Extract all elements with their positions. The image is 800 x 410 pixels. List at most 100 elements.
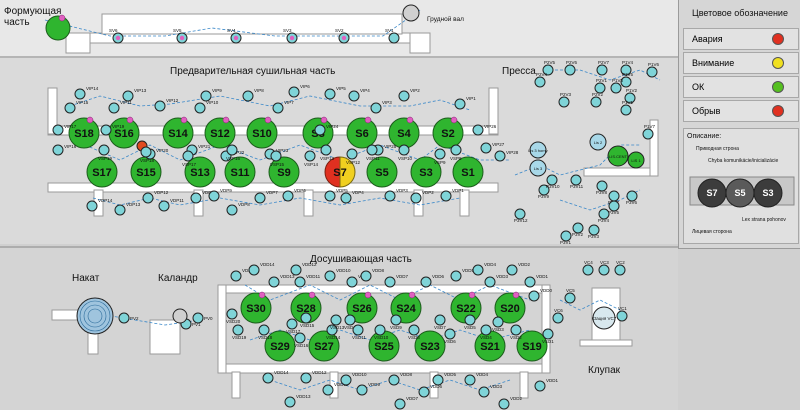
vsd-roll-vsd13[interactable] bbox=[330, 314, 342, 326]
press-roll-p2v6[interactable] bbox=[564, 64, 576, 76]
afterdryer-bottom-vdd10[interactable] bbox=[340, 374, 352, 386]
cylinder-s5[interactable] bbox=[366, 156, 398, 188]
vsp-roll-vsp9[interactable] bbox=[434, 148, 446, 160]
press-roll-p3v6[interactable] bbox=[626, 190, 638, 202]
press-node-4[interactable] bbox=[607, 145, 629, 167]
press-node-2[interactable] bbox=[529, 159, 547, 177]
cylinder-s23[interactable] bbox=[414, 330, 446, 362]
afterdryer-top-vdd6[interactable] bbox=[420, 276, 432, 288]
press-roll-p1v3[interactable] bbox=[610, 82, 622, 94]
felt-roll-vip17[interactable] bbox=[52, 124, 64, 136]
press-roll-p3v2[interactable] bbox=[572, 222, 584, 234]
press-node-5[interactable] bbox=[627, 151, 645, 169]
cylinder-s9[interactable] bbox=[268, 156, 300, 188]
cylinder-s2[interactable] bbox=[432, 117, 464, 149]
cylinder-s7-alarm-half[interactable] bbox=[324, 156, 341, 188]
vsd-roll-vsd9[interactable] bbox=[390, 314, 402, 326]
felt-roll-vip6[interactable] bbox=[288, 86, 300, 98]
bottom-roll-vdp4[interactable] bbox=[340, 192, 352, 204]
afterdryer-bottom-vdd13[interactable] bbox=[284, 396, 296, 408]
felt-roll-vip8[interactable] bbox=[242, 90, 254, 102]
felt-roll-vip15[interactable] bbox=[64, 102, 76, 114]
cylinder-s17[interactable] bbox=[86, 156, 118, 188]
vsp-roll-vsp17[interactable] bbox=[182, 150, 194, 162]
afterdryer-bottom-vdd6[interactable] bbox=[418, 386, 430, 398]
afterdryer-bottom-vdd12[interactable] bbox=[300, 372, 312, 384]
afterdryer-bottom-vdd9[interactable] bbox=[356, 384, 368, 396]
calender-roll[interactable] bbox=[172, 308, 188, 324]
press-roll-p3v4[interactable] bbox=[598, 208, 610, 220]
vsd-roll-vsd12[interactable] bbox=[344, 314, 356, 326]
couch-roll[interactable] bbox=[402, 4, 420, 22]
press-roll-p3v8[interactable] bbox=[596, 180, 608, 192]
felt-roll-vip11[interactable] bbox=[108, 102, 120, 114]
afterdryer-bottom-vdd5[interactable] bbox=[432, 374, 444, 386]
valve-roll-vc5[interactable] bbox=[564, 292, 576, 304]
press-roll-p3v3[interactable] bbox=[588, 224, 600, 236]
felt-roll-vip13[interactable] bbox=[122, 90, 134, 102]
felt-roll-vip10[interactable] bbox=[194, 102, 206, 114]
bottom-roll-vdp8[interactable] bbox=[226, 204, 238, 216]
reel-roll-pv0[interactable] bbox=[192, 312, 204, 324]
press-roll-p3v12[interactable] bbox=[514, 208, 526, 220]
vsd-roll-vsd16[interactable] bbox=[294, 332, 306, 344]
valve-roll-vc4[interactable] bbox=[582, 264, 594, 276]
cylinder-s14[interactable] bbox=[162, 117, 194, 149]
cylinder-s26[interactable] bbox=[346, 292, 378, 324]
press-roll-p1v2[interactable] bbox=[624, 92, 636, 104]
bottom-roll-vdp6[interactable] bbox=[282, 190, 294, 202]
bottom-roll-vdp13[interactable] bbox=[114, 204, 126, 216]
afterdryer-top-vdd12[interactable] bbox=[290, 264, 302, 276]
bottom-roll-vdp1[interactable] bbox=[440, 190, 452, 202]
felt-roll-vip28[interactable] bbox=[494, 150, 506, 162]
vsd-roll-vsd20[interactable] bbox=[226, 308, 238, 320]
cylinder-s10[interactable] bbox=[246, 117, 278, 149]
forming-main-roll[interactable] bbox=[45, 15, 71, 41]
afterdryer-top-vdd9[interactable] bbox=[346, 276, 358, 288]
afterdryer-bottom-vdd14[interactable] bbox=[262, 372, 274, 384]
afterdryer-top-vdd2[interactable] bbox=[506, 264, 518, 276]
afterdryer-bottom-vdd7[interactable] bbox=[394, 398, 406, 410]
press-roll-p3v11[interactable] bbox=[570, 174, 582, 186]
vsp-roll-vsp16[interactable] bbox=[226, 144, 238, 156]
cylinder-s12[interactable] bbox=[204, 117, 236, 149]
vsd-roll-vsd18[interactable] bbox=[258, 324, 270, 336]
felt-roll-vip2[interactable] bbox=[398, 90, 410, 102]
felt-roll-vip26[interactable] bbox=[472, 124, 484, 136]
valve-roll-vc3[interactable] bbox=[598, 264, 610, 276]
vsp-roll-vsp19[interactable] bbox=[98, 144, 110, 156]
press-roll-p2v1[interactable] bbox=[594, 82, 606, 94]
afterdryer-bottom-vdd2[interactable] bbox=[498, 398, 510, 410]
cylinder-s3[interactable] bbox=[410, 156, 442, 188]
press-roll-p1v5[interactable] bbox=[620, 76, 632, 88]
felt-roll-vip3[interactable] bbox=[370, 102, 382, 114]
valve-roll-vc6[interactable] bbox=[552, 312, 564, 324]
vsd-roll-vsd10[interactable] bbox=[374, 324, 386, 336]
vsd-roll-vsd7[interactable] bbox=[434, 314, 446, 326]
vsd-roll-vsd6[interactable] bbox=[444, 328, 456, 340]
cylinder-s19[interactable] bbox=[516, 330, 548, 362]
afterdryer-top-vdd10[interactable] bbox=[324, 270, 336, 282]
cylinder-s7-warning-half[interactable] bbox=[339, 156, 356, 188]
vsp-roll-vsp18[interactable] bbox=[140, 146, 152, 158]
felt-roll-vip14[interactable] bbox=[74, 88, 86, 100]
afterdryer-top-vdd5[interactable] bbox=[450, 270, 462, 282]
press-roll-p3v9[interactable] bbox=[538, 184, 550, 196]
felt-roll-vip24[interactable] bbox=[314, 124, 326, 136]
press-roll-p2v2[interactable] bbox=[590, 96, 602, 108]
afterdryer-bottom-vdd3[interactable] bbox=[478, 386, 490, 398]
afterdryer-bottom-vdd11[interactable] bbox=[322, 384, 334, 396]
vsp-roll-vsp15[interactable] bbox=[270, 150, 282, 162]
press-roll-p1v7[interactable] bbox=[642, 128, 654, 140]
vsd-roll-vsd15[interactable] bbox=[300, 312, 312, 324]
felt-roll-vip9[interactable] bbox=[200, 90, 212, 102]
press-node-1[interactable] bbox=[529, 141, 547, 159]
afterdryer-top-vdd8[interactable] bbox=[360, 270, 372, 282]
afterdryer-bottom-vdd8[interactable] bbox=[388, 374, 400, 386]
cylinder-s20[interactable] bbox=[494, 292, 526, 324]
felt-roll-vip12[interactable] bbox=[154, 100, 166, 112]
bottom-roll-vdp9[interactable] bbox=[208, 190, 220, 202]
vsd-roll-vsd1[interactable] bbox=[542, 328, 554, 340]
afterdryer-top-vdd0[interactable] bbox=[528, 290, 540, 302]
cylinder-s30[interactable] bbox=[240, 292, 272, 324]
